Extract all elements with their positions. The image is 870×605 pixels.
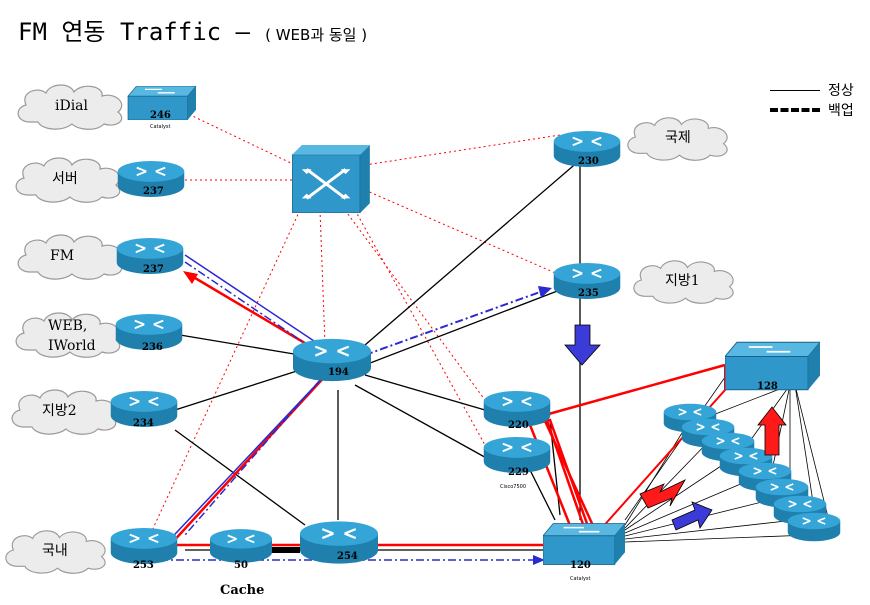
device-number: 246 xyxy=(150,110,171,121)
up-arrow xyxy=(757,406,787,456)
dotted-link xyxy=(179,109,296,166)
dotted-link xyxy=(364,189,561,276)
backup-path xyxy=(184,261,316,351)
legend-normal-line xyxy=(770,89,820,91)
solid-link xyxy=(174,429,306,526)
router-254: 254 xyxy=(300,519,378,566)
down-arrow xyxy=(564,324,601,366)
router-236: 236 xyxy=(115,313,183,353)
device-number: 128 xyxy=(757,381,778,392)
fanout-link xyxy=(624,519,796,540)
device-caption: Cisco7500 xyxy=(500,484,526,490)
flow-arrows xyxy=(564,324,787,531)
router-253: 253 xyxy=(109,527,179,571)
solid-link xyxy=(174,369,301,411)
backup-arrowhead xyxy=(533,555,545,565)
solid-link xyxy=(364,159,581,346)
legend: 정상 백업 xyxy=(770,80,854,120)
device-number: 220 xyxy=(508,420,529,431)
cloud-idial: iDial xyxy=(17,84,123,130)
dotted-links xyxy=(149,109,561,536)
fanout-link xyxy=(624,459,731,531)
legend-backup-line xyxy=(770,108,820,112)
dotted-link xyxy=(319,209,326,346)
cloud-region2: 지방2 xyxy=(11,389,117,435)
backup-path xyxy=(364,291,541,356)
backup-path xyxy=(184,254,321,346)
device-number: 229 xyxy=(508,467,529,478)
dotted-link xyxy=(344,209,486,401)
title-main: FM 연동 Traffic – xyxy=(18,18,250,46)
router-194: 194 xyxy=(293,337,371,383)
dotted-link xyxy=(354,209,486,446)
dotted-link xyxy=(364,134,561,166)
cloud-label: 지방1 xyxy=(665,273,700,289)
device-number: 120 xyxy=(570,560,591,571)
cloud-label: 국제 xyxy=(665,130,691,146)
normal-path xyxy=(538,409,597,531)
right-arrow xyxy=(671,501,713,531)
legend-backup-label: 백업 xyxy=(828,103,854,119)
backup-path xyxy=(184,379,321,536)
cloud-domestic: 국내 xyxy=(5,530,106,574)
cloud-label: IWorld xyxy=(48,338,96,354)
page-title: FM 연동 Traffic – ( WEB과 동일 ) xyxy=(18,12,367,47)
cloud-region1: 지방1 xyxy=(633,260,734,304)
solid-link xyxy=(364,289,561,366)
device-number: 254 xyxy=(337,551,358,562)
router-237-top: 237 xyxy=(116,160,186,198)
device-number: 194 xyxy=(328,367,349,378)
switch-128: 128 xyxy=(725,341,820,392)
device-number: 237 xyxy=(143,264,164,275)
cloud-fm: FM xyxy=(17,234,123,280)
normal-traffic-path xyxy=(167,271,726,547)
cloud-label: 서버 xyxy=(52,171,78,187)
router-220: 220 xyxy=(482,390,552,431)
cloud-label: 국내 xyxy=(42,543,68,559)
cloud-label: WEB, xyxy=(48,318,87,334)
solid-links xyxy=(174,159,581,553)
backup-arrowhead xyxy=(538,286,552,298)
device-number: 237 xyxy=(143,186,164,197)
left-arrow xyxy=(639,479,686,509)
cloud-label: iDial xyxy=(55,98,89,114)
cloud-web: WEB, IWorld xyxy=(15,312,121,358)
device-number: 235 xyxy=(578,288,599,299)
legend-normal-label: 정상 xyxy=(828,83,854,99)
device-caption: Catalyst xyxy=(150,124,171,130)
device-number: 236 xyxy=(142,342,163,353)
switch-central xyxy=(292,145,370,213)
cloud-label: FM xyxy=(50,248,74,264)
cloud-server: 서버 xyxy=(15,157,121,203)
device-number: 253 xyxy=(133,560,154,571)
router-237-fm: 237 xyxy=(115,237,185,275)
cache-label: Cache xyxy=(220,583,264,598)
cloud-label: 지방2 xyxy=(42,403,77,419)
fanout-link xyxy=(624,439,711,529)
normal-path xyxy=(189,273,326,357)
fanout-link xyxy=(624,419,691,526)
router-235: 235 xyxy=(552,262,622,300)
solid-link xyxy=(364,374,486,411)
device-number: 234 xyxy=(133,418,154,429)
title-sub: ( WEB과 동일 ) xyxy=(265,26,368,44)
fanout-link xyxy=(624,534,811,543)
solid-link xyxy=(529,469,556,521)
fanout-link xyxy=(794,384,816,516)
fanout-link xyxy=(624,479,751,534)
device-number: 50 xyxy=(234,560,248,571)
normal-arrowhead xyxy=(183,271,198,284)
solid-link xyxy=(179,334,301,356)
cloud-intl: 국제 xyxy=(627,117,728,161)
router-234: 234 xyxy=(109,390,179,429)
device-caption: Catalyst xyxy=(570,576,591,582)
router-230: 230 xyxy=(552,130,622,168)
device-number: 230 xyxy=(578,156,599,167)
solid-link xyxy=(354,384,491,461)
